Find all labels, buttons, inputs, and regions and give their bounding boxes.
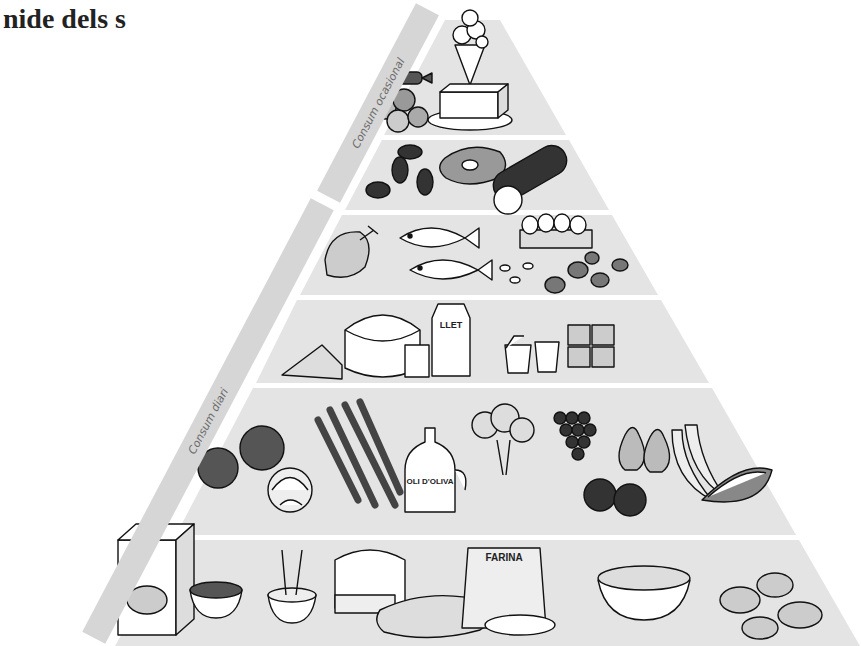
package-label: FARINA [468,553,540,564]
diagram-title: nide dels s [3,2,131,36]
package-label: OLI D'OLIVA [404,478,456,486]
package-label: LLET [432,321,470,330]
